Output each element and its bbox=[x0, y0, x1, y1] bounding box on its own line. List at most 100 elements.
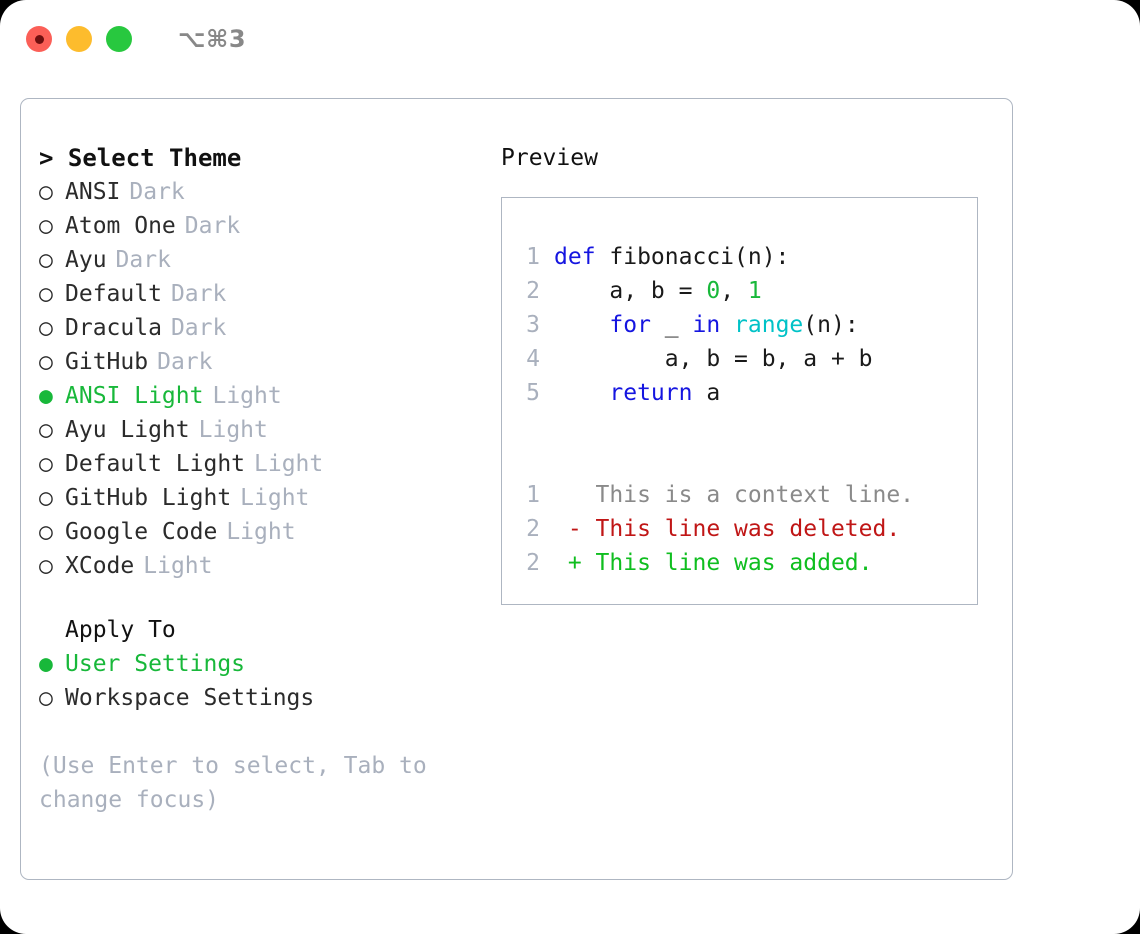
minimize-button[interactable] bbox=[66, 26, 92, 52]
code-spacer-2 bbox=[512, 444, 971, 478]
keyboard-hint-text: (Use Enter to select, Tab to change focu… bbox=[39, 753, 441, 813]
code-line: 4 a, b = b, a + b bbox=[512, 342, 971, 376]
apply-to-header: Apply To bbox=[65, 617, 176, 643]
close-button[interactable] bbox=[26, 26, 52, 52]
radio-unselected-icon: ○ bbox=[39, 417, 53, 443]
code-line: 2 a, b = 0, 1 bbox=[512, 274, 971, 308]
apply-to-option-label: Workspace Settings bbox=[65, 685, 315, 711]
apply-to-option-list: ●User Settings ○ Workspace Settings bbox=[39, 647, 489, 715]
theme-option-label: Atom One bbox=[65, 213, 176, 239]
code-spacer bbox=[512, 410, 971, 444]
code-token-plain bbox=[720, 312, 734, 338]
theme-option-label: ANSI bbox=[65, 179, 121, 205]
radio-unselected-icon: ○ bbox=[39, 685, 53, 711]
theme-option-10[interactable]: ○ Google Code Light bbox=[39, 515, 489, 549]
code-token-plain bbox=[554, 312, 609, 338]
radio-unselected-icon: ○ bbox=[39, 349, 53, 375]
radio-unselected-icon: ○ bbox=[39, 179, 53, 205]
code-token-fn: range bbox=[734, 312, 804, 338]
theme-option-5[interactable]: ○ GitHub Dark bbox=[39, 345, 489, 379]
theme-option-variant-badge: Light bbox=[254, 451, 324, 477]
keyboard-shortcut-label: ⌥⌘3 bbox=[178, 25, 247, 53]
code-token-plain: _ bbox=[650, 312, 693, 338]
apply-to-option-0[interactable]: ●User Settings bbox=[39, 647, 489, 681]
radio-unselected-icon: ○ bbox=[39, 247, 53, 273]
theme-option-2[interactable]: ○ Ayu Dark bbox=[39, 243, 489, 277]
code-line: 3 for _ in range(n): bbox=[512, 308, 971, 342]
theme-option-label: Ayu bbox=[65, 247, 107, 273]
theme-option-label: Default Light bbox=[65, 451, 246, 477]
code-token-kw: for bbox=[609, 312, 651, 338]
radio-unselected-icon: ○ bbox=[39, 213, 53, 239]
theme-option-variant-badge: Dark bbox=[115, 247, 171, 273]
code-line-content: for _ in range(n): bbox=[554, 308, 859, 342]
theme-option-label: GitHub Light bbox=[65, 485, 232, 511]
diff-line-number: 2 bbox=[526, 516, 540, 542]
theme-option-label: GitHub bbox=[65, 349, 149, 375]
preview-header: Preview bbox=[501, 145, 598, 171]
recording-indicator-icon bbox=[34, 34, 44, 44]
theme-option-label: ANSI Light bbox=[65, 383, 204, 409]
diff-line-number: 1 bbox=[526, 482, 540, 508]
theme-option-8[interactable]: ○ Default Light Light bbox=[39, 447, 489, 481]
theme-option-label: Ayu Light bbox=[65, 417, 190, 443]
code-token-kw: in bbox=[692, 312, 721, 338]
code-line-number: 1 bbox=[526, 244, 540, 270]
code-token-plain: (n): bbox=[803, 312, 859, 338]
code-token-kw: def bbox=[554, 244, 596, 270]
theme-option-label: Dracula bbox=[65, 315, 162, 341]
theme-option-label: Google Code bbox=[65, 519, 218, 545]
diff-line: 1 This is a context line. bbox=[512, 478, 971, 512]
code-line: 1 def fibonacci(n): bbox=[512, 240, 971, 274]
theme-option-variant-badge: Dark bbox=[170, 315, 227, 341]
code-token-plain: fibonacci(n): bbox=[595, 244, 790, 270]
radio-unselected-icon: ○ bbox=[39, 553, 53, 579]
theme-option-3[interactable]: ○ Default Dark bbox=[39, 277, 489, 311]
code-line-number: 4 bbox=[526, 346, 540, 372]
diff-line-content-add: + This line was added. bbox=[554, 550, 873, 576]
apply-to-option-1[interactable]: ○ Workspace Settings bbox=[39, 681, 489, 715]
code-token-kw: return bbox=[609, 380, 693, 406]
theme-option-variant-badge: Dark bbox=[157, 349, 213, 375]
radio-unselected-icon: ○ bbox=[39, 519, 53, 545]
theme-option-variant-badge: Light bbox=[226, 519, 296, 545]
code-line: 5 return a bbox=[512, 376, 971, 410]
maximize-button[interactable] bbox=[106, 26, 132, 52]
diff-line-content-del: - This line was deleted. bbox=[554, 516, 901, 542]
code-line-content: return a bbox=[554, 376, 720, 410]
diff-line-list: 1 This is a context line.2 - This line w… bbox=[512, 478, 971, 580]
theme-option-label: Default bbox=[65, 281, 162, 307]
theme-option-variant-badge: Dark bbox=[170, 281, 227, 307]
theme-option-11[interactable]: ○ XCode Light bbox=[39, 549, 489, 583]
theme-option-label: XCode bbox=[65, 553, 135, 579]
title-bar: ⌥⌘3 bbox=[0, 0, 1140, 78]
code-token-plain: , bbox=[720, 278, 748, 304]
radio-unselected-icon: ○ bbox=[39, 281, 53, 307]
diff-line: 2 - This line was deleted. bbox=[512, 512, 971, 546]
radio-unselected-icon: ○ bbox=[39, 451, 53, 477]
theme-option-variant-badge: Light bbox=[240, 485, 310, 511]
code-token-plain: a, b = bbox=[554, 278, 707, 304]
code-token-plain bbox=[554, 380, 609, 406]
radio-selected-icon: ● bbox=[39, 651, 53, 677]
theme-option-variant-badge: Light bbox=[143, 553, 213, 579]
radio-selected-icon: ● bbox=[39, 383, 53, 409]
window-controls bbox=[26, 26, 132, 52]
theme-option-variant-badge: Light bbox=[198, 417, 268, 443]
theme-option-7[interactable]: ○ Ayu Light Light bbox=[39, 413, 489, 447]
code-line-content: a, b = 0, 1 bbox=[554, 274, 761, 308]
code-token-plain: a bbox=[692, 380, 721, 406]
